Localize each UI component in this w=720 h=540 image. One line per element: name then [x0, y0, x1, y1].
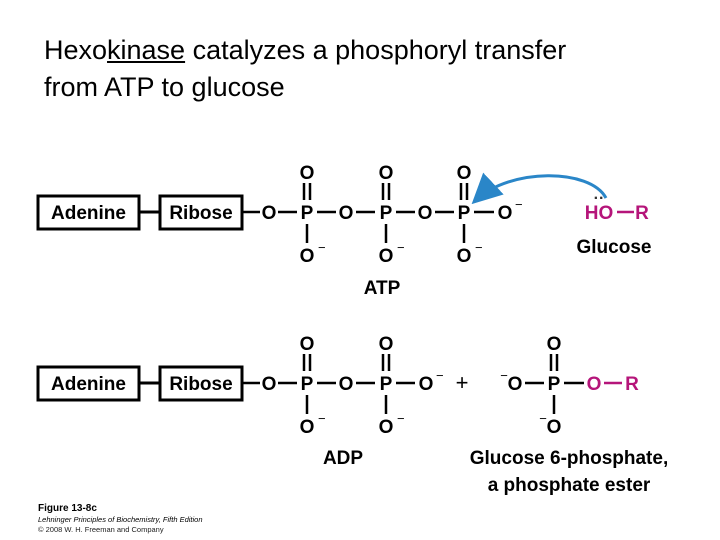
oxygen: O: [300, 334, 315, 355]
oxygen: O: [498, 203, 513, 224]
oxygen: O: [457, 163, 472, 184]
phosphorus-alpha: P: [301, 203, 314, 224]
adp-label: ADP: [323, 448, 363, 469]
oxygen: O: [547, 417, 562, 438]
slide-title: Hexokinase catalyzes a phosphoryl transf…: [44, 32, 684, 106]
ribose-box: [158, 365, 244, 402]
copyright: © 2008 W. H. Freeman and Company: [38, 525, 164, 534]
adp-row: Adenine Ribose O P O O − O P O O − O − A…: [36, 334, 444, 469]
lone-pair-dots: ··: [594, 190, 605, 207]
adenine-label: Adenine: [51, 203, 126, 224]
ester-oxygen: O: [587, 374, 602, 395]
adenine-box: [36, 194, 141, 231]
oxygen: O: [457, 246, 472, 267]
phosphorus-beta: P: [380, 203, 393, 224]
adenine-box: [36, 365, 141, 402]
phosphorus-gamma: P: [458, 203, 471, 224]
minus-charge: −: [539, 411, 547, 426]
r-group: R: [625, 374, 639, 395]
phosphorus-alpha: P: [301, 374, 314, 395]
product-label-line2: a phosphate ester: [488, 475, 651, 496]
glucose-label: Glucose: [577, 237, 652, 258]
title-underlined: kinase: [107, 35, 186, 65]
hexokinase-reaction-diagram: Adenine Ribose O P O O − O P O O − O P O: [36, 163, 668, 496]
minus-charge: −: [515, 197, 523, 212]
product-label-line1: Glucose 6-phosphate,: [470, 448, 668, 469]
oxygen: O: [300, 246, 315, 267]
phosphorus: P: [548, 374, 561, 395]
book-title: Lehninger Principles of Biochemistry, Fi…: [38, 515, 203, 524]
oxygen: O: [262, 203, 277, 224]
glucose-6-phosphate: − O P O − O O R Glucose 6-phosphate, a p…: [470, 334, 668, 496]
ribose-box: [158, 194, 244, 231]
minus-charge: −: [436, 368, 444, 383]
minus-charge: −: [475, 240, 483, 255]
oxygen: O: [379, 334, 394, 355]
title-pre: Hexo: [44, 35, 108, 65]
oxygen: O: [379, 417, 394, 438]
oxygen: O: [339, 374, 354, 395]
minus-charge: −: [397, 411, 405, 426]
oxygen: O: [300, 417, 315, 438]
phosphorus-beta: P: [380, 374, 393, 395]
oxygen: O: [547, 334, 562, 355]
oxygen: O: [262, 374, 277, 395]
minus-charge: −: [318, 240, 326, 255]
oxygen: O: [418, 203, 433, 224]
ribose-label: Ribose: [169, 374, 232, 395]
oxygen: O: [339, 203, 354, 224]
oxygen: O: [379, 163, 394, 184]
minus-charge: −: [318, 411, 326, 426]
nucleophilic-attack-arrow: [471, 172, 608, 205]
title-post: catalyzes a phosphoryl transfer: [185, 35, 567, 65]
figure-number: Figure 13-8c: [38, 503, 97, 514]
r-group: R: [635, 203, 649, 224]
adenine-label: Adenine: [51, 374, 126, 395]
oxygen: O: [300, 163, 315, 184]
atp-label: ATP: [364, 278, 401, 299]
title-line2: from ATP to glucose: [44, 72, 285, 102]
atp-row: Adenine Ribose O P O O − O P O O − O P O: [36, 163, 523, 299]
glucose-group: ·· HO R Glucose: [577, 190, 652, 258]
minus-charge: −: [500, 368, 508, 383]
figure-caption: Figure 13-8c Lehninger Principles of Bio…: [38, 503, 203, 535]
oxygen: O: [508, 374, 523, 395]
oxygen: O: [419, 374, 434, 395]
plus-sign: +: [456, 370, 469, 395]
ribose-label: Ribose: [169, 203, 232, 224]
minus-charge: −: [397, 240, 405, 255]
oxygen: O: [379, 246, 394, 267]
hydroxyl: HO: [585, 203, 614, 224]
